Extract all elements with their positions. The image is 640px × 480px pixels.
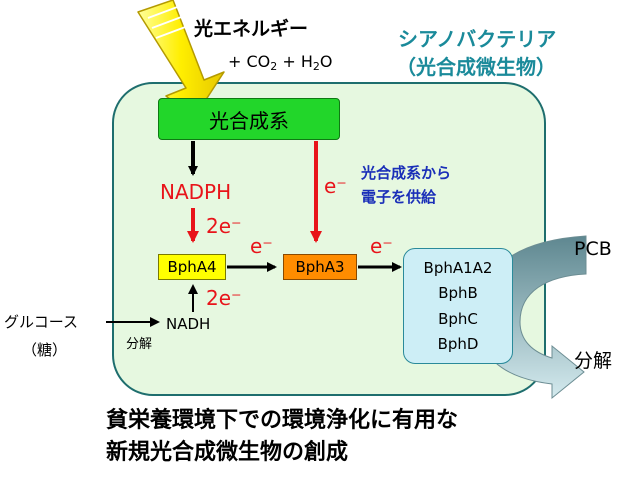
organism-name: シアノバクテリア bbox=[398, 27, 557, 51]
enzyme-bphd: BphD bbox=[437, 335, 479, 354]
sugar-label: （糖） bbox=[22, 341, 68, 359]
enzyme-bphb: BphB bbox=[438, 284, 478, 303]
enzyme-box: BphA1A2 BphB BphC BphD bbox=[403, 248, 513, 364]
bpha3-box: BphA3 bbox=[283, 254, 357, 280]
pcb-label: PCB bbox=[574, 238, 612, 260]
nadph-label: NADPH bbox=[160, 180, 232, 204]
two-electron-label-top: 2e⁻ bbox=[206, 214, 242, 238]
enzyme-bphc: BphC bbox=[438, 309, 478, 328]
enzyme-bpha1a2: BphA1A2 bbox=[423, 258, 493, 277]
glucose-label: グルコース bbox=[4, 313, 78, 331]
light-energy-label: 光エネルギー bbox=[194, 18, 309, 40]
supply-note-line1: 光合成系から bbox=[361, 164, 452, 182]
caption-line1: 貧栄養環境下での環境浄化に有用な bbox=[106, 408, 459, 433]
electron-label-right: e⁻ bbox=[324, 174, 347, 198]
bpha4-box: BphA4 bbox=[158, 254, 226, 280]
caption-line2: 新規光合成微生物の創成 bbox=[106, 440, 349, 465]
two-electron-label-bottom: 2e⁻ bbox=[206, 286, 242, 310]
nadh-label: NADH bbox=[166, 315, 211, 333]
decomposition-label: 分解 bbox=[574, 350, 613, 372]
organism-type: （光合成微生物） bbox=[396, 55, 556, 79]
electron-label-a4-a3: e⁻ bbox=[250, 234, 273, 258]
electron-label-a3-a1: e⁻ bbox=[370, 234, 393, 258]
supply-note-line2: 電子を供給 bbox=[361, 188, 437, 206]
decomposition-label-small: 分解 bbox=[126, 337, 153, 352]
reaction-label: + CO2 + H2O bbox=[228, 52, 333, 73]
light-arrow bbox=[137, 0, 225, 119]
photosystem-box: 光合成系 bbox=[158, 98, 340, 140]
